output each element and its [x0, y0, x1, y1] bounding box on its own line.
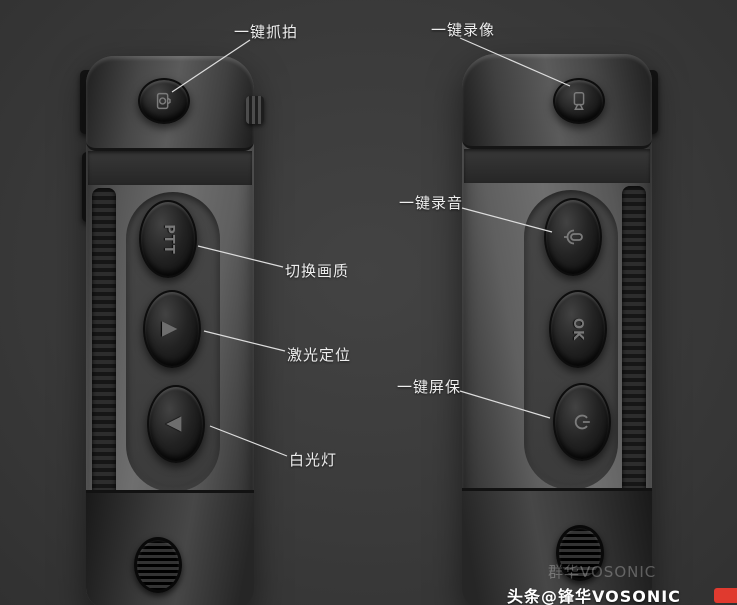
video-camera-icon: [568, 90, 590, 112]
callout-screensaver: 一键屏保: [397, 378, 462, 396]
snapshot-button: [138, 78, 190, 124]
callout-switch-quality: 切换画质: [285, 262, 350, 280]
device-top-cap: [462, 54, 652, 149]
record-audio-button: [544, 198, 602, 276]
down-arrow-icon: ▼: [163, 416, 188, 432]
footer-watermark: 头条@锋华VOSONIC: [507, 587, 681, 605]
power-icon: [571, 411, 593, 433]
bottom-ribbed-button: [556, 525, 604, 581]
button-panel: PTT ▲ ▼: [126, 192, 220, 492]
grip-texture: [92, 188, 116, 516]
callout-white-light: 白光灯: [289, 451, 338, 469]
callout-laser-positioning: 激光定位: [287, 346, 352, 364]
microphone-icon: [561, 225, 585, 249]
brand-watermark: 群华VOSONIC: [548, 563, 657, 581]
device-bottom-section: [86, 490, 254, 605]
down-button: ▼: [147, 385, 205, 463]
device-top-cap: [86, 56, 254, 151]
up-arrow-icon: ▲: [159, 321, 184, 337]
device-body: OK: [462, 54, 652, 605]
ptt-button: PTT: [139, 200, 197, 278]
ptt-button-label: PTT: [160, 223, 176, 255]
camera-right-side-view: OK: [462, 54, 658, 605]
camera-left-side-view: PTT ▲ ▼: [80, 56, 264, 605]
grip-texture: [622, 186, 646, 514]
callout-record-audio: 一键录音: [399, 194, 464, 212]
ok-button: OK: [549, 290, 607, 368]
callout-snapshot: 一键抓拍: [234, 23, 299, 41]
button-panel: OK: [524, 190, 618, 490]
power-screensaver-button: [553, 383, 611, 461]
callout-record-video: 一键录像: [431, 21, 496, 39]
side-switch: [246, 96, 264, 124]
device-seam-band: [464, 149, 650, 183]
device-body: PTT ▲ ▼: [86, 56, 264, 605]
device-bottom-section: [462, 488, 652, 605]
bottom-ribbed-button: [134, 537, 182, 593]
toutiao-red-badge: [714, 588, 737, 603]
record-video-button: [553, 78, 605, 124]
camera-icon: [153, 90, 175, 112]
device-seam-band: [88, 151, 252, 185]
up-button: ▲: [143, 290, 201, 368]
ok-button-label: OK: [570, 317, 586, 341]
